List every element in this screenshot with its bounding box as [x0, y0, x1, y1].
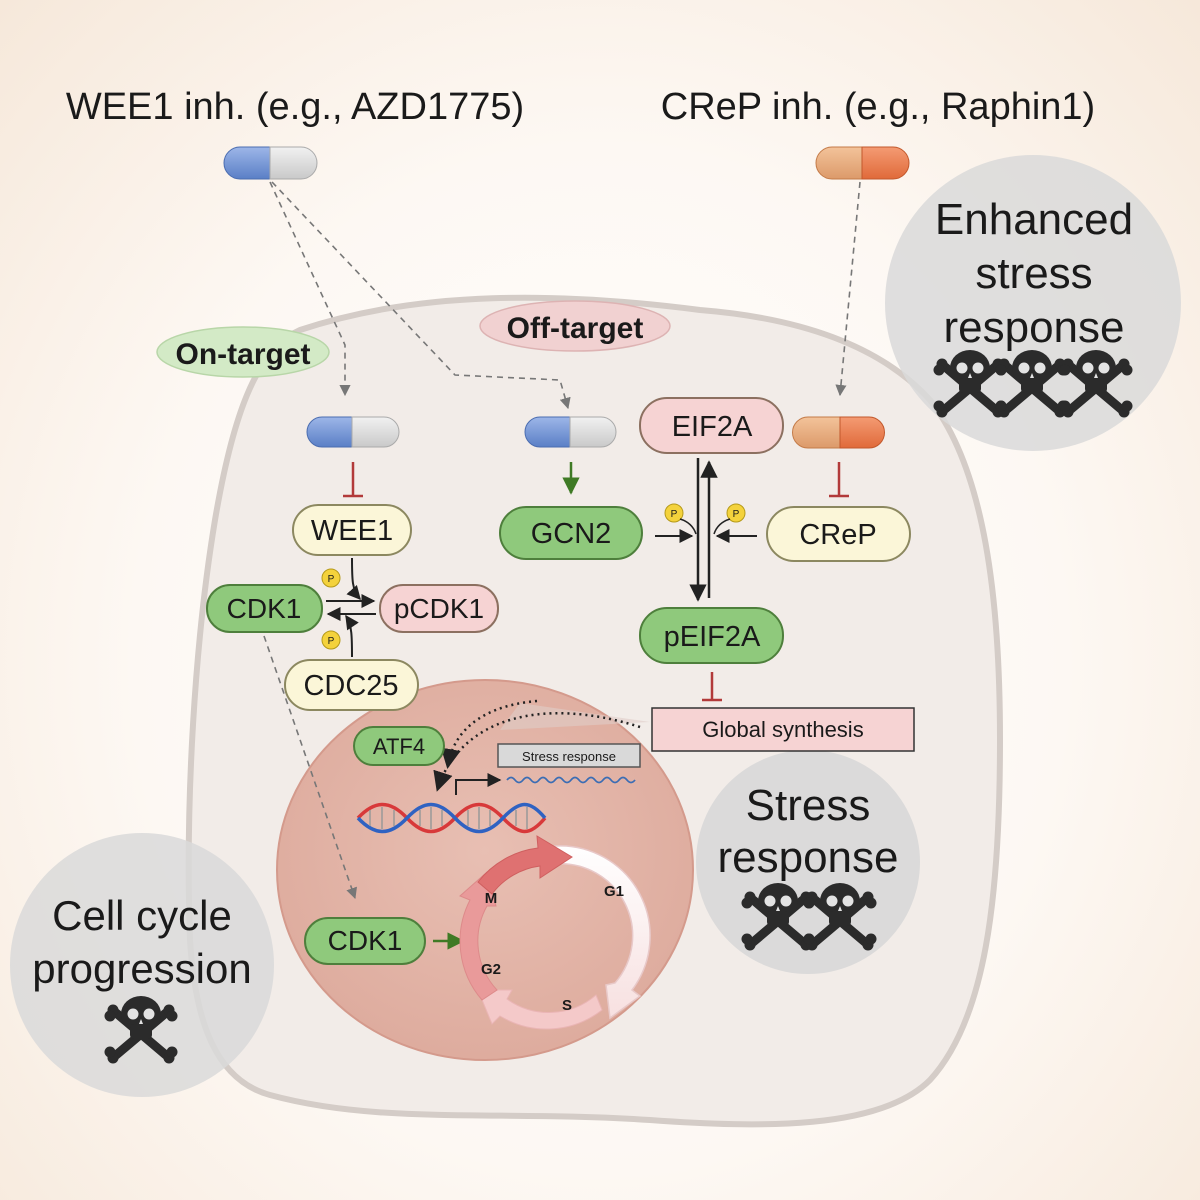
stress-response-gene-box — [497, 743, 641, 768]
phosphate-icon: P — [321, 568, 341, 588]
svg-text:P: P — [671, 509, 678, 520]
nuclear-cdk1-label: CDK1 — [328, 925, 403, 956]
phase-g2-label: G2 — [481, 961, 501, 978]
on-target-tag — [156, 326, 330, 378]
cell-cycle-progression-circle — [10, 833, 274, 1097]
atf4-node — [353, 726, 445, 766]
phase-g1-label: G1 — [604, 883, 624, 900]
cell-cycle-progression-line2: progression — [32, 945, 251, 992]
stress-response-line1: Stress — [746, 781, 871, 830]
stress-response-line2: response — [717, 833, 898, 882]
nuclear-cdk1-node — [304, 917, 426, 965]
phosphate-transfer-curve — [679, 518, 697, 535]
enhanced-stress-line2: stress — [975, 249, 1092, 298]
off-target-dashed-arrow — [271, 181, 571, 410]
wee1-node — [292, 504, 412, 556]
stress-response-gene-label: Stress response — [522, 749, 616, 764]
transcription-start-arrow — [455, 773, 502, 795]
dna-icon — [356, 802, 547, 834]
cdk1-node — [206, 584, 323, 633]
wee1-inhibitor-title: WEE1 inh. (e.g., AZD1775) — [66, 86, 524, 128]
cdk1-label: CDK1 — [227, 593, 302, 624]
atf4-label: ATF4 — [373, 734, 425, 759]
phosphate-transfer-curve — [713, 518, 731, 535]
gcn2-label: GCN2 — [531, 518, 612, 550]
wee1-to-cdk1-arrow — [346, 557, 361, 601]
off-target-label: Off-target — [507, 312, 644, 345]
mrna-wave — [506, 776, 636, 784]
cell-cycle-progression-line1: Cell cycle — [52, 892, 232, 939]
inhibition-arrow — [702, 672, 722, 702]
svg-text:P: P — [733, 509, 740, 520]
inhibition-arrow — [829, 462, 849, 498]
gcn2-node — [499, 506, 643, 560]
on-target-label: On-target — [176, 338, 311, 371]
signal-glow — [500, 703, 650, 730]
phosphate-icon: P — [664, 503, 684, 523]
cdk1-nuclear-dashed-arrow — [263, 635, 357, 900]
eif2a-node — [639, 397, 784, 454]
svg-text:P: P — [328, 574, 335, 585]
capsule-icon — [524, 416, 617, 448]
global-synthesis-box — [651, 707, 915, 752]
off-target-tag — [479, 300, 671, 352]
wee1-label: WEE1 — [311, 515, 393, 547]
phase-s-label: S — [562, 997, 572, 1014]
global-synthesis-label: Global synthesis — [702, 717, 863, 742]
pcdk1-label: pCDK1 — [394, 593, 484, 624]
eif2a-label: EIF2A — [672, 411, 753, 443]
enhanced-stress-line3: response — [943, 303, 1124, 352]
pcdk1-node — [379, 584, 499, 633]
svg-text:P: P — [328, 636, 335, 647]
stress-signal-arrow — [433, 711, 641, 792]
cdc25-node — [284, 659, 419, 711]
stress-response-circle — [696, 750, 920, 974]
cell-cycle-icon — [459, 835, 651, 1030]
capsule-icon — [815, 146, 910, 180]
inhibition-arrow — [343, 462, 363, 498]
cdc25-label: CDC25 — [303, 670, 398, 702]
enhanced-stress-line1: Enhanced — [935, 195, 1133, 244]
crep-inhibitor-dashed-arrow — [835, 181, 861, 397]
on-target-dashed-arrow — [269, 181, 351, 397]
capsule-icon — [306, 416, 400, 448]
phosphate-icon: P — [726, 503, 746, 523]
crep-label: CReP — [799, 519, 876, 551]
phosphate-icon: P — [321, 630, 341, 650]
cdc25-to-cdk1-arrow — [345, 614, 359, 658]
crep-node — [766, 506, 911, 562]
crep-inhibitor-title: CReP inh. (e.g., Raphin1) — [661, 86, 1095, 128]
peif2a-node — [639, 607, 784, 664]
capsule-icon — [792, 416, 885, 449]
phase-m-label: M — [485, 890, 498, 907]
capsule-icon — [223, 146, 318, 180]
peif2a-label: pEIF2A — [664, 621, 761, 653]
